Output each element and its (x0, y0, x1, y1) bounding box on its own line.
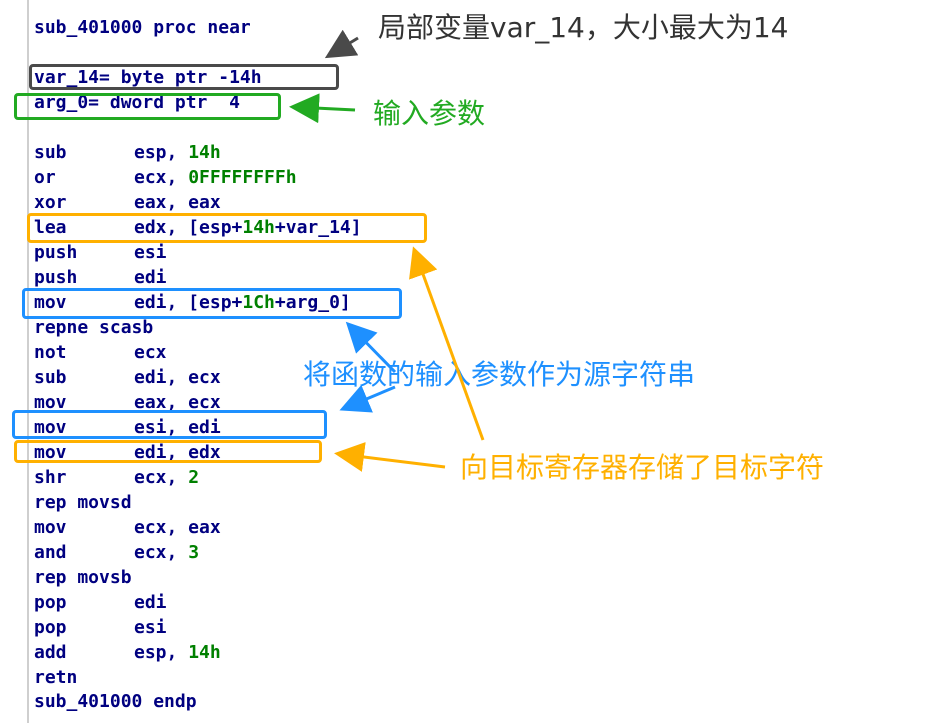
instruction-operands: ecx (134, 342, 167, 363)
instruction-operands: edi, [esp+ (134, 292, 243, 313)
arrow-to-mov-edi-arg (345, 321, 397, 374)
instruction-line: shr ecx, 2 (34, 466, 199, 490)
arg-declaration-line: arg_0= dword ptr 4 (34, 92, 240, 113)
instruction-mnemonic: mov (34, 292, 67, 313)
arrow-to-mov-edi-edx (334, 442, 446, 472)
instruction-line: mov ecx, eax (34, 516, 221, 540)
mov-esi-edi-highlight-box (12, 410, 327, 439)
instruction-mnemonic: add (34, 642, 67, 663)
instruction-line: sub edi, ecx (34, 366, 221, 390)
instruction-line: sub esp, 14h (34, 141, 221, 165)
mov-edi-edx-highlight-box (14, 440, 322, 463)
instruction-mnemonic: rep movsb (34, 567, 132, 588)
instruction-immediate: 2 (188, 467, 200, 488)
instruction-line: and ecx, 3 (34, 541, 199, 565)
instruction-operand-tail: +var_14] (274, 217, 362, 238)
arrow-to-lea (409, 246, 485, 441)
instruction-line: lea edx, [esp+14h+var_14] (34, 216, 362, 240)
local-var-annotation: 局部变量var_14，大小最大为14 (378, 11, 789, 44)
instruction-immediate: 3 (188, 542, 200, 563)
instruction-operands: esp, (134, 642, 189, 663)
instruction-line: push edi (34, 266, 167, 290)
instruction-operands: ecx, eax (134, 517, 221, 538)
instruction-operand-tail: +arg_0] (274, 292, 351, 313)
code-margin-line (27, 0, 29, 723)
instruction-operands: eax, ecx (134, 392, 221, 413)
instruction-line: retn (34, 666, 77, 690)
instruction-mnemonic: repne scasb (34, 317, 154, 338)
instruction-mnemonic: mov (34, 442, 67, 463)
instruction-operands: eax, eax (134, 192, 221, 213)
instruction-line: mov eax, ecx (34, 391, 221, 415)
input-param-annotation: 输入参数 (373, 97, 486, 130)
mov-edi-arg-highlight-box (22, 288, 402, 319)
instruction-operands: esi (134, 242, 167, 263)
instruction-line: mov edi, [esp+1Ch+arg_0] (34, 291, 351, 315)
instruction-operands: esi (134, 617, 167, 638)
instruction-immediate: 1Ch (242, 292, 275, 313)
instruction-line: or ecx, 0FFFFFFFFh (34, 166, 297, 190)
var-declaration-line: var_14= byte ptr -14h (34, 67, 262, 88)
instruction-mnemonic: lea (34, 217, 67, 238)
proc-end-line: sub_401000 endp (34, 691, 197, 712)
instruction-mnemonic: rep movsd (34, 492, 132, 513)
arrow-to-mov-esi-edi (339, 384, 396, 413)
proc-start-line: sub_401000 proc near (34, 17, 251, 38)
instruction-line: rep movsb (34, 566, 132, 590)
instruction-operands: ecx, (134, 542, 189, 563)
arrow-to-var (324, 29, 359, 59)
instruction-mnemonic: push (34, 242, 78, 263)
instruction-mnemonic: shr (34, 467, 67, 488)
instruction-immediate: 14h (242, 217, 275, 238)
instruction-line: add esp, 14h (34, 641, 221, 665)
instruction-mnemonic: mov (34, 517, 67, 538)
instruction-mnemonic: mov (34, 417, 67, 438)
target-string-annotation: 向目标寄存器存储了目标字符 (460, 451, 825, 484)
instruction-operands: edi, edx (134, 442, 221, 463)
instruction-operands: esi, edi (134, 417, 221, 438)
instruction-line: rep movsd (34, 491, 132, 515)
instruction-immediate: 0FFFFFFFFh (188, 167, 297, 188)
instruction-mnemonic: xor (34, 192, 67, 213)
arrow-to-arg (289, 93, 356, 124)
instruction-operands: ecx, (134, 167, 189, 188)
instruction-operands: edi (134, 592, 167, 613)
instruction-line: pop esi (34, 616, 167, 640)
instruction-mnemonic: pop (34, 617, 67, 638)
instruction-mnemonic: or (34, 167, 56, 188)
instruction-line: repne scasb (34, 316, 153, 340)
instruction-operands: ecx, (134, 467, 189, 488)
instruction-operands: edi, ecx (134, 367, 221, 388)
instruction-line: push esi (34, 241, 167, 265)
var-highlight-box (29, 64, 339, 90)
instruction-mnemonic: push (34, 267, 78, 288)
instruction-line: not ecx (34, 341, 167, 365)
instruction-line: mov edi, edx (34, 441, 221, 465)
instruction-mnemonic: and (34, 542, 67, 563)
instruction-line: pop edi (34, 591, 167, 615)
instruction-operands: edx, [esp+ (134, 217, 243, 238)
instruction-mnemonic: retn (34, 667, 78, 688)
instruction-immediate: 14h (188, 142, 221, 163)
instruction-mnemonic: mov (34, 392, 67, 413)
instruction-immediate: 14h (188, 642, 221, 663)
instruction-mnemonic: sub (34, 367, 67, 388)
instruction-operands: edi (134, 267, 167, 288)
lea-highlight-box (27, 213, 427, 243)
instruction-mnemonic: pop (34, 592, 67, 613)
instruction-mnemonic: sub (34, 142, 67, 163)
arg-highlight-box (14, 93, 281, 120)
instruction-mnemonic: not (34, 342, 67, 363)
instruction-line: xor eax, eax (34, 191, 221, 215)
instruction-line: mov esi, edi (34, 416, 221, 440)
instruction-operands: esp, (134, 142, 189, 163)
